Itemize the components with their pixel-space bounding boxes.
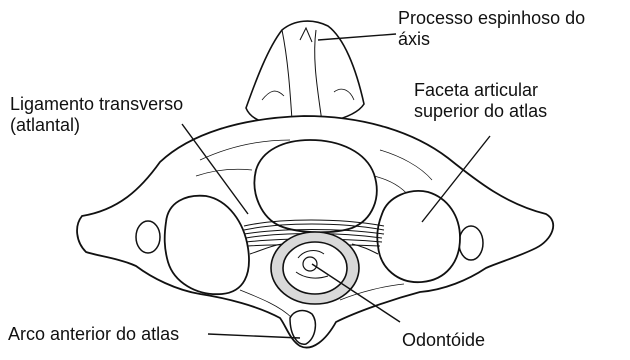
label-articular-facet-line1: Faceta articular xyxy=(414,80,547,101)
label-spinous-process-line1: Processo espinhoso do xyxy=(398,8,585,29)
label-transverse-ligament-line1: Ligamento transverso xyxy=(10,94,183,115)
leader-anterior-arch xyxy=(208,334,300,338)
label-spinous-process: Processo espinhoso do áxis xyxy=(398,8,585,50)
axis-spinous-process xyxy=(246,21,364,126)
label-articular-facet-line2: superior do atlas xyxy=(414,101,547,122)
label-articular-facet: Faceta articular superior do atlas xyxy=(414,80,547,122)
label-transverse-ligament: Ligamento transverso (atlantal) xyxy=(10,94,183,136)
label-odontoid-line1: Odontóide xyxy=(402,330,485,351)
odontoid-process xyxy=(271,232,359,304)
label-anterior-arch: Arco anterior do atlas xyxy=(8,324,179,345)
label-anterior-arch-line1: Arco anterior do atlas xyxy=(8,324,179,345)
label-transverse-ligament-line2: (atlantal) xyxy=(10,115,183,136)
label-odontoid: Odontóide xyxy=(402,330,485,351)
label-spinous-process-line2: áxis xyxy=(398,29,585,50)
